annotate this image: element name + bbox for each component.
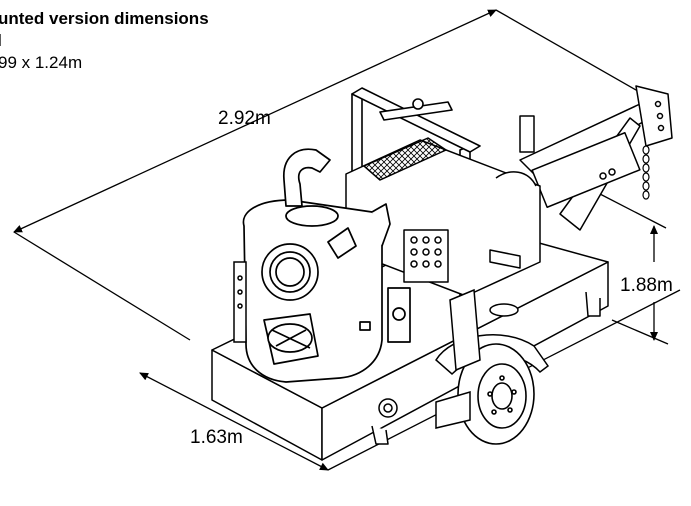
header-line-2: l [0,30,209,52]
axle-support [435,288,481,429]
pump-body [242,148,411,383]
length-dimension-line [13,9,651,341]
tow-drawbar [519,85,673,231]
front-stand [233,261,247,343]
wheel [457,343,535,445]
height-label: 1.88m [620,275,673,296]
engine [345,115,541,317]
width-label: 1.63m [190,427,243,448]
height-dimension-line [599,193,669,345]
safety-chain [642,145,650,200]
length-label: 2.92m [218,108,271,129]
